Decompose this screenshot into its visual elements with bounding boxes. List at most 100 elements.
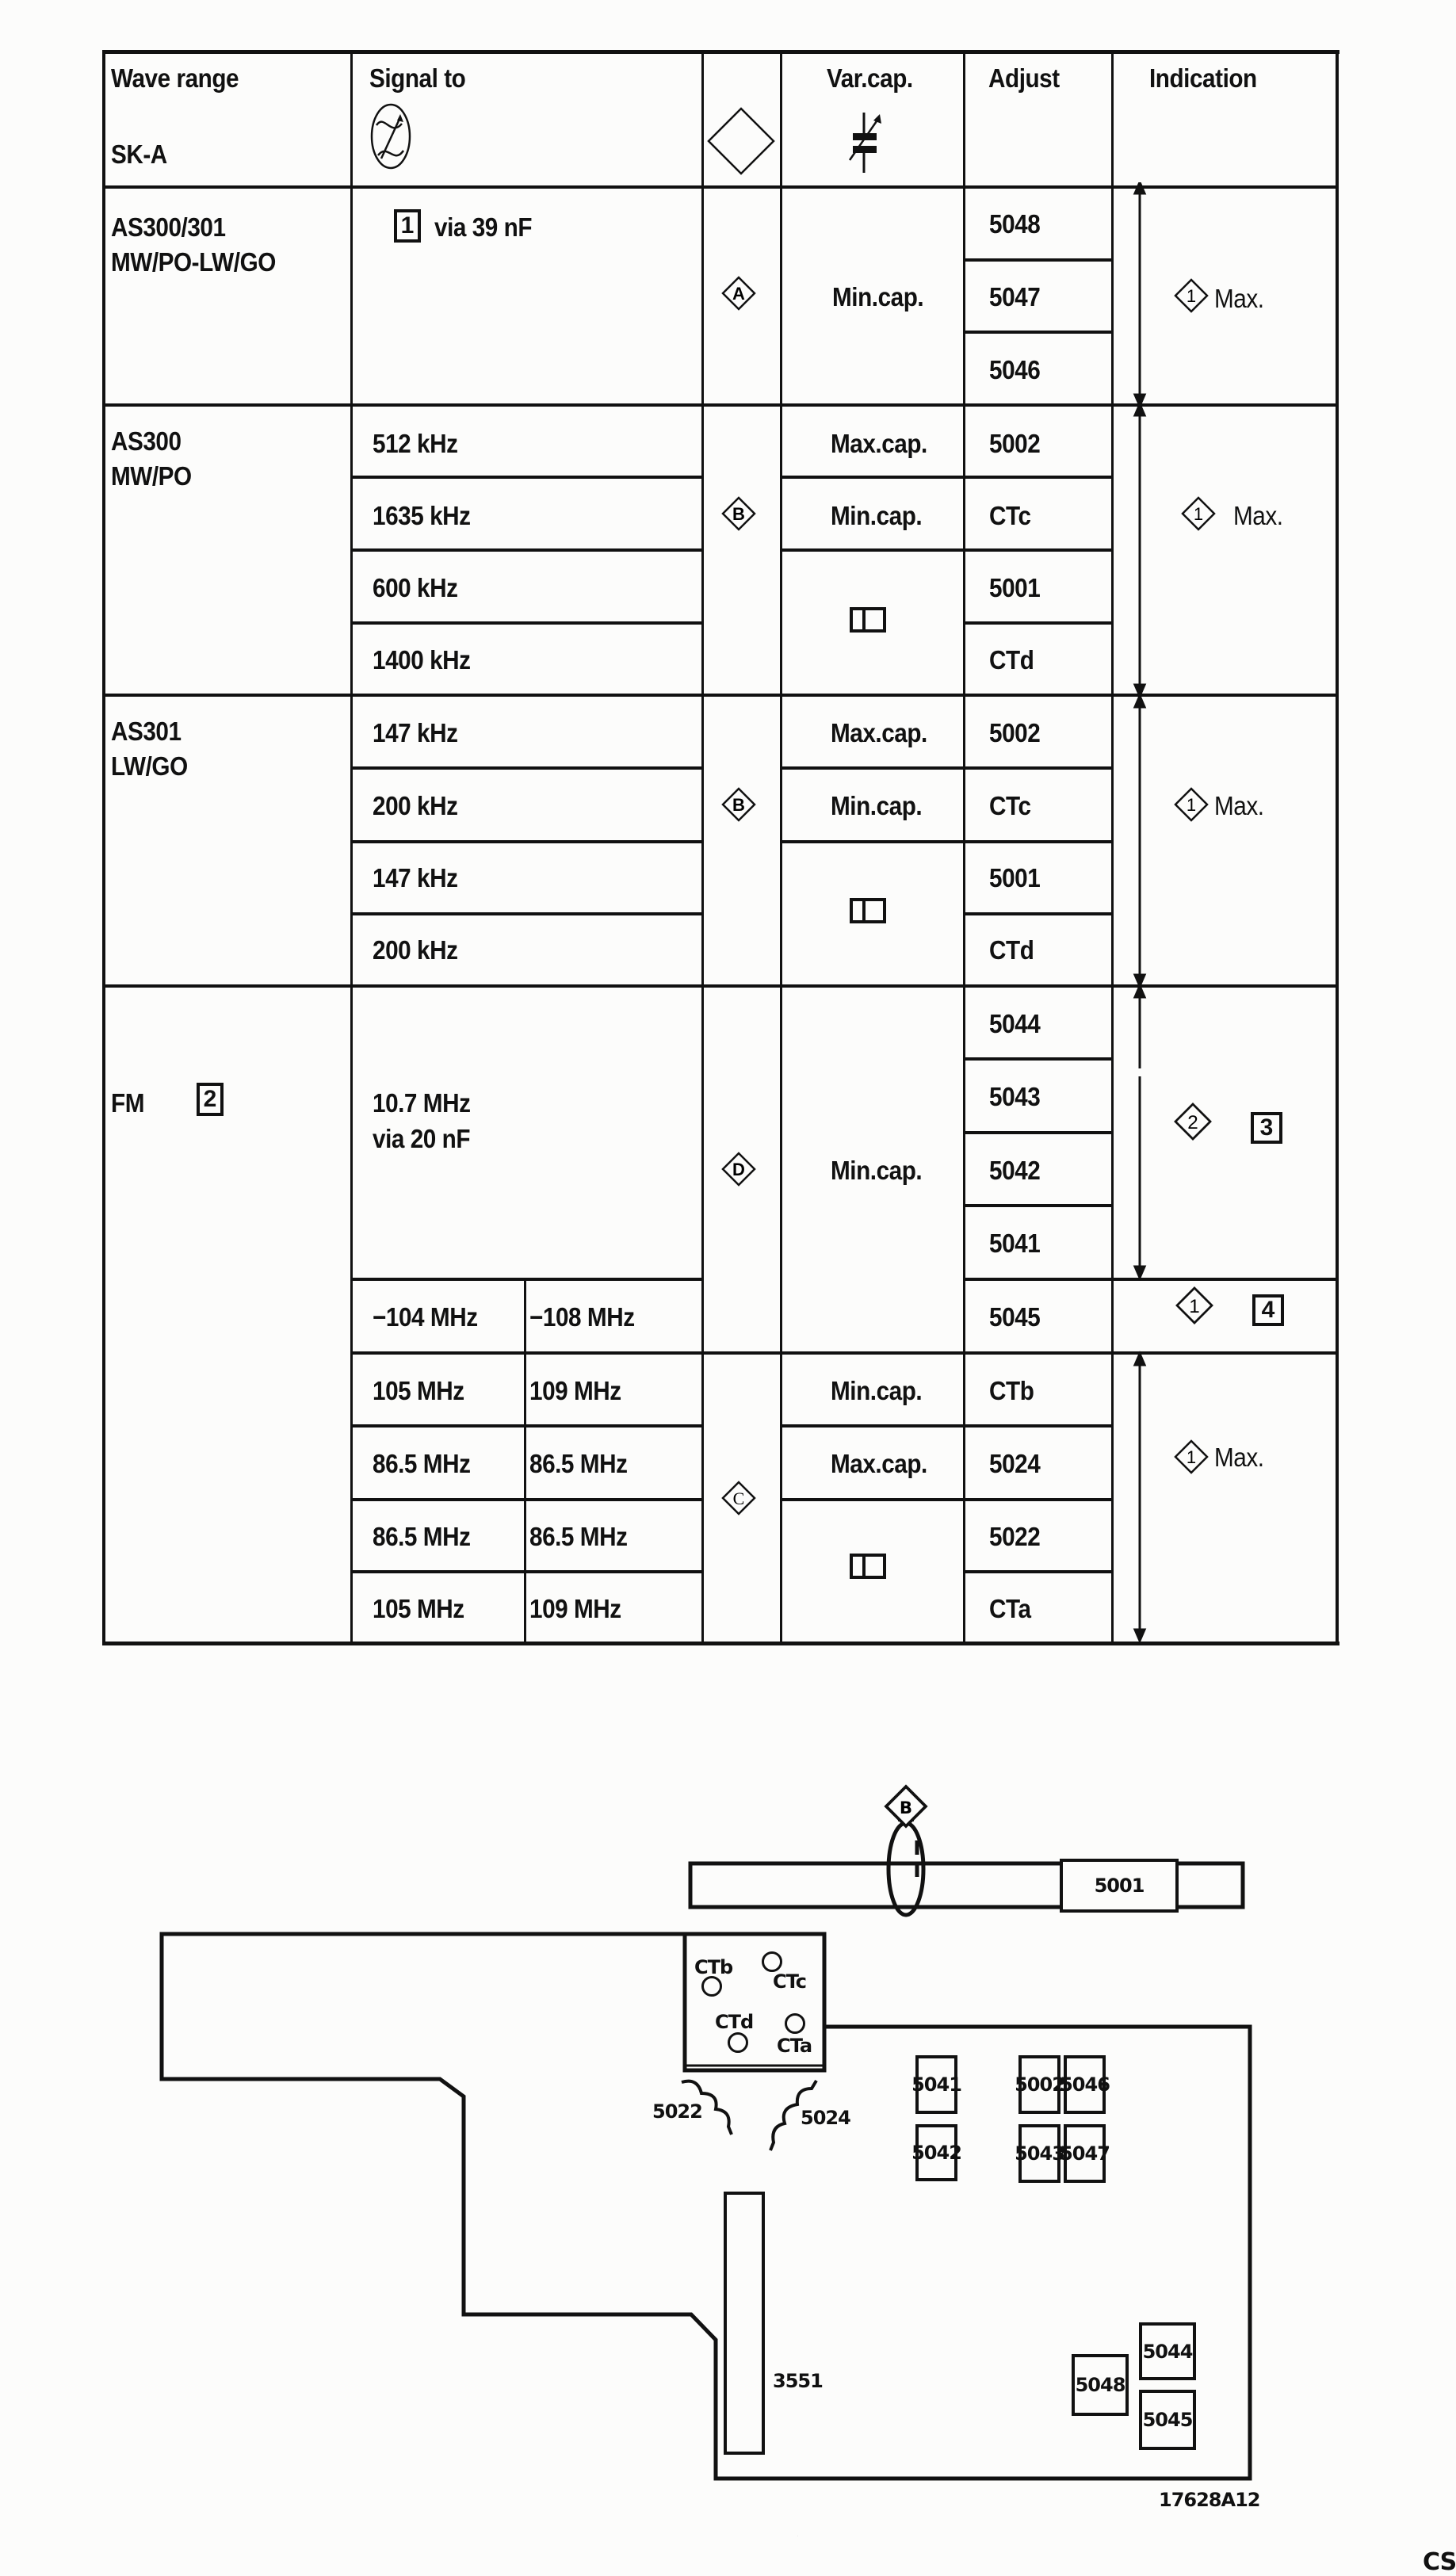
page-marker: CS xyxy=(1423,2548,1456,2576)
signal-value-as301: 109 MHz xyxy=(529,1594,621,1623)
row-sep xyxy=(103,403,1338,407)
row-sep xyxy=(351,1351,1338,1355)
header-adjust: Adjust xyxy=(988,63,1060,93)
indication-text: Max. xyxy=(1214,284,1264,313)
col-sep xyxy=(350,50,353,1645)
svg-text:B: B xyxy=(732,504,745,524)
indication-meter-diamond-icon: 2 xyxy=(1174,1103,1212,1141)
svg-text:B: B xyxy=(900,1798,912,1818)
col-sep xyxy=(701,50,704,1645)
varcap-setting: Min.cap. xyxy=(831,1156,923,1185)
adjust-item: CTc xyxy=(989,791,1031,820)
varcap-setting: Min.cap. xyxy=(831,791,923,820)
coil-5048: 5048 xyxy=(1072,2354,1129,2416)
svg-text:D: D xyxy=(732,1160,745,1179)
adjust-item: CTd xyxy=(989,935,1034,965)
row-sep xyxy=(781,840,1113,843)
scale-pointer-icon xyxy=(850,607,886,633)
scale-pointer-icon xyxy=(850,898,886,923)
signal-value-as301: 86.5 MHz xyxy=(529,1449,628,1478)
row-sep xyxy=(351,1498,701,1501)
row-sep xyxy=(781,766,1113,770)
signal-value: 200 kHz xyxy=(373,935,458,965)
range-band: MW/PO xyxy=(111,461,192,491)
adjust-item: 5047 xyxy=(989,282,1041,311)
coil-label-5022: 5022 xyxy=(652,2100,703,2123)
signal-value: 147 kHz xyxy=(373,863,458,892)
coil-5047: 5047 xyxy=(1060,2124,1110,2183)
adjust-item: 5024 xyxy=(989,1449,1041,1478)
adjust-item: 5001 xyxy=(989,863,1041,892)
range-model: AS301 xyxy=(111,717,182,746)
adjust-item: CTc xyxy=(989,501,1031,530)
row-sep xyxy=(351,912,701,915)
coil-5046: 5046 xyxy=(1060,2055,1110,2114)
svg-text:1: 1 xyxy=(1187,1447,1196,1467)
svg-text:B: B xyxy=(732,795,745,815)
header-wave-range: Wave range xyxy=(111,63,239,93)
signal-value-as301: 86.5 MHz xyxy=(529,1522,628,1551)
trimmer-icon xyxy=(701,1976,722,1997)
svg-text:C: C xyxy=(733,1489,745,1508)
row-sep xyxy=(351,621,701,625)
coil-label-5024: 5024 xyxy=(801,2107,851,2129)
range-model: AS300 xyxy=(111,426,182,456)
row-sep xyxy=(351,840,701,843)
coil-5001: 5001 xyxy=(1060,1859,1179,1913)
figure-id: 17628A12 xyxy=(1159,2489,1260,2511)
row-sep xyxy=(781,1498,1113,1501)
row-sep xyxy=(964,331,1113,334)
row-sep xyxy=(103,694,1338,697)
rf-generator-icon xyxy=(370,101,411,171)
scale-pointer-icon xyxy=(850,1554,886,1579)
adjust-item: 5044 xyxy=(989,1009,1041,1038)
trimmer-label: CTd xyxy=(715,2011,754,2033)
measuring-point-diamond-icon xyxy=(707,107,775,175)
signal-value-as300: 105 MHz xyxy=(373,1376,464,1405)
header-signal-to: Signal to xyxy=(369,63,466,93)
range-arrows xyxy=(1133,182,1147,1644)
varcap-setting: Max.cap. xyxy=(831,1449,927,1478)
point-diamond-icon: B xyxy=(721,496,756,531)
variable-capacitor-icon xyxy=(846,111,886,174)
coil-5045: 5045 xyxy=(1139,2390,1196,2450)
col-sep xyxy=(780,50,782,1645)
signal-value: via 39 nF xyxy=(434,212,533,242)
signal-value-as300: −104 MHz xyxy=(373,1302,478,1332)
adjust-item: CTd xyxy=(989,645,1034,675)
trimmer-icon xyxy=(728,2032,748,2053)
coil-5043: 5043 xyxy=(1015,2124,1065,2183)
adjust-item: CTa xyxy=(989,1594,1031,1623)
range-band: LW/GO xyxy=(111,751,188,781)
row-sep xyxy=(351,1424,701,1428)
trimmer-icon xyxy=(762,1951,782,1972)
potentiometer-label: 3551 xyxy=(773,2370,824,2392)
row-sep xyxy=(964,621,1113,625)
coil-5041: 5041 xyxy=(911,2055,962,2114)
row-sep xyxy=(103,185,1338,189)
table-border-top xyxy=(103,50,1339,54)
adjust-item: 5041 xyxy=(989,1229,1041,1258)
varcap-setting: Min.cap. xyxy=(832,282,924,311)
col-sep-signal-sub xyxy=(524,1278,526,1643)
trimmer-label: CTa xyxy=(777,2035,812,2057)
range-band: MW/PO-LW/GO xyxy=(111,247,276,277)
signal-value-as300: 86.5 MHz xyxy=(373,1449,471,1478)
indication-meter-diamond-icon: 1 xyxy=(1174,1439,1209,1474)
signal-value: 10.7 MHz xyxy=(373,1088,471,1118)
indication-meter-diamond-icon: 1 xyxy=(1175,1286,1213,1324)
indication-meter-diamond-icon: 1 xyxy=(1174,278,1209,313)
range-band: FM xyxy=(111,1088,144,1118)
note-box: 4 xyxy=(1252,1294,1284,1326)
col-sep xyxy=(1111,50,1114,1645)
header-var-cap: Var.cap. xyxy=(827,63,913,93)
point-diamond-icon: B xyxy=(721,787,756,822)
svg-text:1: 1 xyxy=(1187,286,1196,306)
note-box: 1 xyxy=(394,209,421,243)
point-diamond-icon: B xyxy=(884,1784,928,1829)
row-sep xyxy=(351,548,701,552)
adjust-item: 5001 xyxy=(989,573,1041,602)
row-sep xyxy=(351,1278,701,1281)
header-sk: SK-A xyxy=(111,140,167,169)
svg-text:A: A xyxy=(732,284,745,304)
